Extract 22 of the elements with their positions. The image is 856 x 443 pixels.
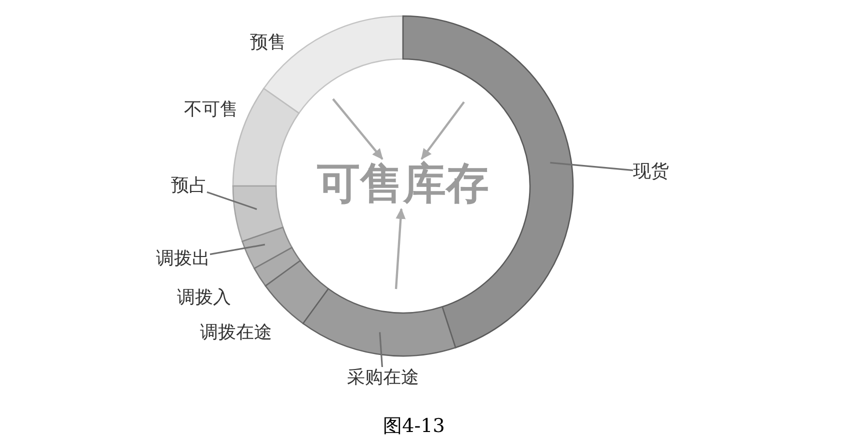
segment-label: 现货 bbox=[633, 161, 669, 183]
ring-segment bbox=[402, 15, 574, 348]
segment-label: 调拨入 bbox=[177, 287, 231, 309]
arrow bbox=[420, 101, 465, 160]
segment-label: 不可售 bbox=[184, 99, 238, 121]
ring-segment bbox=[264, 260, 329, 324]
ring-segment bbox=[232, 185, 284, 242]
ring-segment bbox=[302, 288, 456, 357]
figure-caption: 图4-13 bbox=[383, 414, 445, 438]
arrow bbox=[394, 208, 406, 290]
leader-line bbox=[206, 191, 258, 210]
ring-segment bbox=[254, 246, 301, 287]
segment-label: 预占 bbox=[171, 175, 207, 197]
leader-line bbox=[550, 162, 634, 172]
arrow bbox=[332, 98, 384, 160]
center-title: 可售库存 bbox=[317, 159, 489, 209]
segment-label: 采购在途 bbox=[347, 367, 419, 389]
segment-label: 预售 bbox=[250, 32, 286, 54]
ring-segment bbox=[242, 226, 293, 270]
leader-line bbox=[210, 244, 266, 256]
segment-label: 调拨在途 bbox=[200, 322, 272, 344]
segment-label: 调拨出 bbox=[156, 248, 210, 270]
